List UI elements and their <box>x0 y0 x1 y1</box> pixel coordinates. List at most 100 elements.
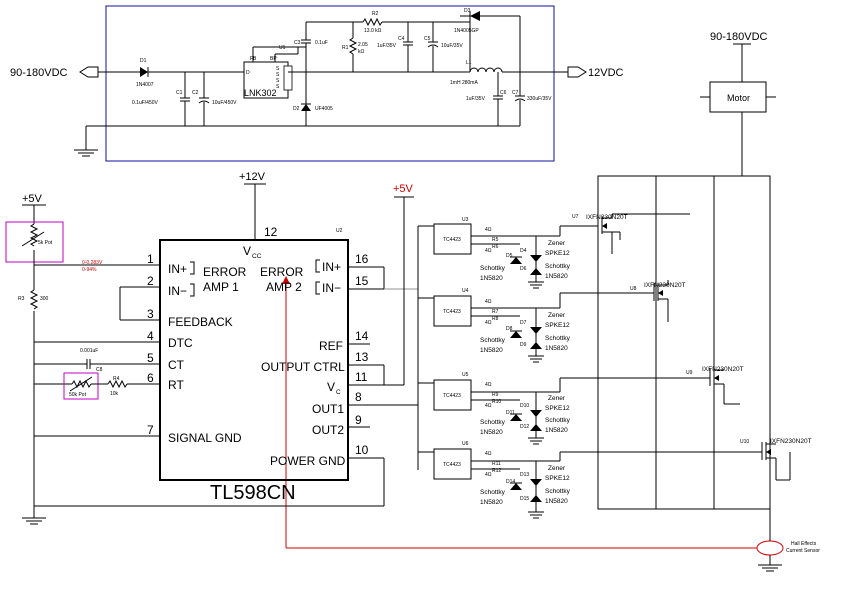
mosfet-u7: U7 IXFN230N20T <box>572 213 690 254</box>
vcc-label: V <box>243 244 251 258</box>
driver-u3: U3 TC4423 4Ω 4Ω R5 R6 D5 D4 D6 Zener SPK… <box>433 217 571 289</box>
u4-dz2: D9 <box>520 342 527 348</box>
c5-value: 10uF/35V <box>441 43 463 49</box>
u3-ic: TC4423 <box>443 237 461 243</box>
u3-ra: R5 <box>492 237 499 243</box>
label-error-amp1-b: AMP 1 <box>203 280 239 294</box>
lnk302-label: LNK302 <box>244 88 277 98</box>
label-error-amp2-b: AMP 2 <box>266 280 302 294</box>
gate-wires <box>559 225 754 461</box>
u5-ohm: 4Ω <box>485 382 492 388</box>
u6-zener-b: SPKE12 <box>545 475 570 482</box>
u4-ohm: 4Ω <box>485 299 492 305</box>
c5-label: C5 <box>424 36 431 42</box>
label-in-minus-1: IN− <box>168 284 187 298</box>
lnk-pin-s3: S <box>276 78 280 84</box>
hall-sensor-icon <box>756 540 784 556</box>
u5-dsch: D11 <box>506 410 515 416</box>
c2-label: C2 <box>192 90 199 96</box>
pin15-number: 15 <box>355 274 369 288</box>
d3-part: 1N4005GP <box>454 28 479 34</box>
label-error-amp1-a: ERROR <box>203 265 247 279</box>
input-voltage-label: 90-180VDC <box>10 67 68 79</box>
label-rt: RT <box>168 378 184 392</box>
label-in-minus-2: IN− <box>322 281 341 295</box>
driver-u6: U6 TC4423 4Ω 4Ω R11 R12 D14 D13 D15 Zene… <box>433 441 571 519</box>
c6-value: 1uF/35V <box>466 96 486 102</box>
u3-ohm2: 4Ω <box>485 248 492 254</box>
u6-ra: R11 <box>492 461 501 467</box>
u10-part: IXFN230N20T <box>770 438 812 445</box>
l1-value: 1mH 280mA <box>450 80 478 86</box>
u6-schottky2-b: 1N5820 <box>545 498 568 505</box>
output-voltage-label: 12VDC <box>588 67 624 79</box>
label-out1: OUT1 <box>312 402 344 416</box>
pin7-number: 7 <box>147 423 154 437</box>
u5-schottky2-a: Schottky <box>545 417 571 424</box>
pin3-number: 3 <box>147 307 154 321</box>
pin5-number: 5 <box>147 351 154 365</box>
pin6-number: 6 <box>147 371 154 385</box>
u3-schottky2-b: 1N5820 <box>545 273 568 280</box>
u2-label: U2 <box>336 228 343 234</box>
hall-sensor-line1: Hall Effects <box>791 541 817 547</box>
r1-value: 2.05 <box>358 42 368 48</box>
u6-rb: R12 <box>492 468 501 474</box>
c7-value: 330uF/35V <box>527 96 552 102</box>
d3-label: D3 <box>464 8 471 14</box>
c1-value: 0.1uF/450V <box>132 100 159 106</box>
r1-resistor-icon <box>348 37 358 55</box>
label-ref: REF <box>319 339 343 353</box>
u4-schottky2-a: Schottky <box>545 335 571 342</box>
plus5v-label-right: +5V <box>393 183 414 195</box>
mosfet-u9: U9 IXFN230N20T <box>686 366 744 405</box>
label-output-ctrl: OUTPUT CTRL <box>261 360 345 374</box>
output-connector-icon <box>567 66 587 78</box>
u4-zener-a: Zener <box>548 312 566 319</box>
u3-zener-b: SPKE12 <box>545 250 570 257</box>
u4-schottky-b: 1N5820 <box>480 347 503 354</box>
u5-dz2: D12 <box>520 424 529 430</box>
c8-value: 0.001uF <box>80 348 98 354</box>
d1-diode-icon <box>140 67 148 77</box>
vcc-subscript: CC <box>252 253 262 260</box>
lnk-pin-s4: S <box>276 84 280 90</box>
plus12v-label: +12V <box>239 171 266 183</box>
u6-schottky-a: Schottky <box>480 489 506 496</box>
tl598-part: TL598CN <box>210 482 296 504</box>
tc4423-u3 <box>433 223 472 255</box>
mosfet-u8: U8 IXFN230N20T <box>630 280 686 322</box>
r3-label: R3 <box>18 296 25 302</box>
r3-resistor-icon <box>29 289 39 310</box>
tl598-ic: TL598CN U2 +12V 12 V CC 1 2 3 4 5 6 7 IN… <box>34 171 418 507</box>
tc4423-u6 <box>433 448 472 480</box>
plus5v-label-left: +5V <box>22 193 43 205</box>
lnk-pin-bp: BP <box>270 56 277 62</box>
u4-schottky2-b: 1N5820 <box>545 345 568 352</box>
lnk-pin-fb: FB <box>250 56 257 62</box>
u6-zener-a: Zener <box>548 465 566 472</box>
power-supply-frame <box>105 5 555 162</box>
lnk-pin-s1: S <box>276 66 280 72</box>
r2-value: 13.0 kΩ <box>364 28 382 34</box>
pin12-number: 12 <box>264 225 278 239</box>
driver-bus <box>417 225 434 470</box>
u9-part: IXFN230N20T <box>702 366 744 373</box>
label-power-gnd: POWER GND <box>270 454 346 468</box>
r1-label: R1 <box>342 45 349 51</box>
u5-schottky-b: 1N5820 <box>480 429 503 436</box>
d2-part: UF4005 <box>315 106 333 112</box>
u3-label: U3 <box>462 217 469 223</box>
driver-u5: U5 TC4423 4Ω 4Ω R9 R10 D11 D10 D12 Zener… <box>433 372 571 445</box>
label-in-plus-2: IN+ <box>322 260 341 274</box>
u8-label: U8 <box>630 286 637 292</box>
range-label-a: 0-0.283V <box>82 260 103 266</box>
u1-label: U1 <box>279 45 286 51</box>
lnk-pin-s2: S <box>276 72 280 78</box>
pin2-number: 2 <box>147 274 154 288</box>
u5-ic: TC4423 <box>443 393 461 399</box>
u6-ohm: 4Ω <box>485 451 492 457</box>
mosfet-u10: U10 IXFN230N20T <box>740 438 812 481</box>
c4-label: C4 <box>398 36 405 42</box>
